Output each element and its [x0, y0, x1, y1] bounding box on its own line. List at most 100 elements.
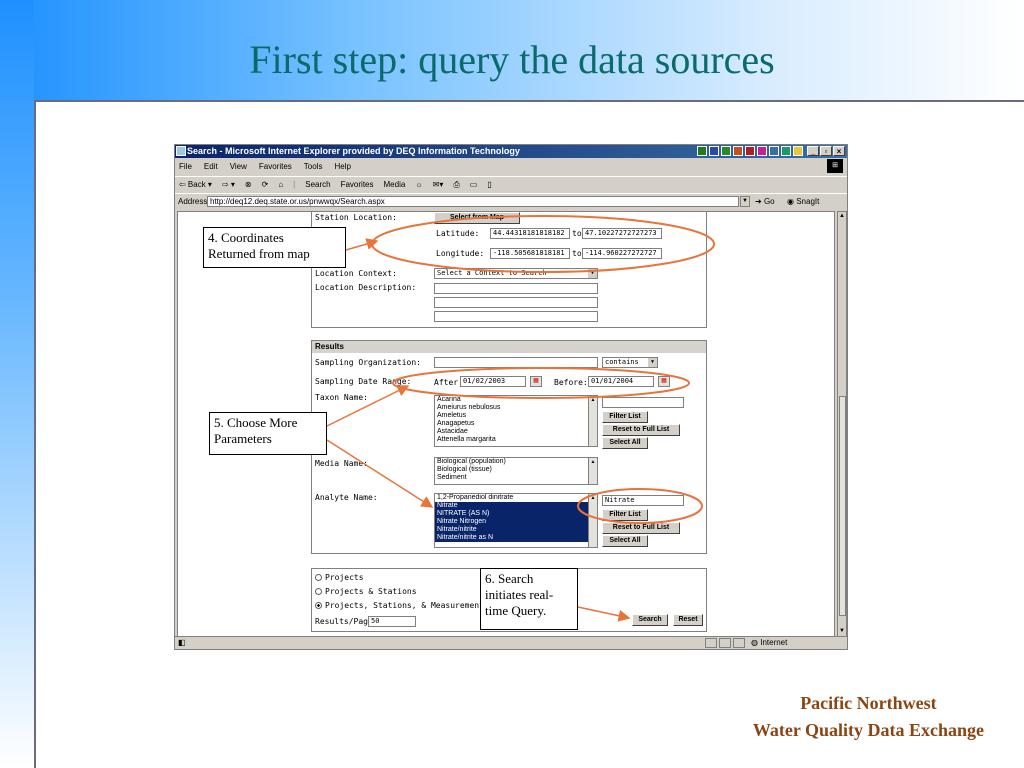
list-item-selected[interactable]: NITRATE (AS N) [435, 510, 597, 518]
list-item[interactable]: Attenella margarita [437, 436, 496, 443]
list-item[interactable]: Biological (population) [437, 458, 506, 465]
media-toolbar-button[interactable]: Media [383, 180, 406, 189]
taxon-select-all-button[interactable]: Select All [602, 437, 648, 449]
back-button[interactable]: ⇦ Back ▾ [179, 180, 212, 189]
analyte-reset-list-button[interactable]: Reset to Full List [602, 522, 680, 534]
radio-projects-stations[interactable]: Projects & Stations [315, 587, 417, 596]
list-item-selected[interactable]: Nitrate/nitrite as N [435, 534, 597, 542]
home-icon[interactable]: ⌂ [278, 180, 284, 189]
scroll-up-icon[interactable]: ▲ [839, 213, 845, 219]
app-icon-blue[interactable] [769, 146, 779, 156]
discuss-icon[interactable]: ▯ [487, 180, 492, 189]
results-per-page-input[interactable]: 50 [368, 616, 416, 627]
mail-icon[interactable]: ✉▾ [432, 180, 444, 189]
menu-edit[interactable]: Edit [203, 162, 218, 171]
scroll-down-icon[interactable]: ▼ [839, 628, 845, 634]
taxon-reset-list-button[interactable]: Reset to Full List [602, 424, 680, 436]
list-item[interactable]: Astacidae [437, 428, 468, 435]
list-item[interactable]: Ameiurus nebulosus [437, 404, 501, 411]
app-icon-teal[interactable] [781, 146, 791, 156]
list-item[interactable]: Sediment [437, 474, 467, 481]
org-match-select[interactable]: contains▼ [602, 357, 658, 368]
radio-icon[interactable] [315, 588, 322, 595]
chevron-down-icon[interactable]: ▼ [648, 358, 657, 367]
address-input[interactable]: http://deq12.deq.state.or.us/pnwwqx/Sear… [207, 196, 739, 207]
refresh-icon[interactable]: ⟳ [261, 180, 269, 189]
app-icon-yellow[interactable] [793, 146, 803, 156]
location-description-input-1[interactable] [434, 283, 598, 294]
forward-button[interactable]: ⇨ ▾ [221, 180, 235, 189]
go-button[interactable]: ➜ Go [755, 194, 775, 210]
page-scrollbar[interactable]: ▲ ▼ [837, 211, 847, 637]
radio-selected-icon[interactable] [315, 602, 322, 609]
longitude-to-input[interactable]: -114.960227272727 [582, 248, 662, 259]
longitude-from-input[interactable]: -118.505681818181 [490, 248, 570, 259]
list-item-selected[interactable]: Nitrate/nitrite [435, 526, 597, 534]
sampling-org-input[interactable] [434, 357, 598, 368]
select-from-map-button[interactable]: Select from Map [434, 212, 520, 224]
snagit-button[interactable]: ◉ SnagIt [787, 194, 819, 210]
app-icon-magenta[interactable] [757, 146, 767, 156]
powerpoint-icon[interactable] [733, 146, 743, 156]
taxon-filter-list-button[interactable]: Filter List [602, 411, 648, 423]
print-icon[interactable]: ⎙ [453, 180, 460, 189]
radio-projects-stations-measurements[interactable]: Projects, Stations, & Measurements [315, 601, 489, 610]
menu-view[interactable]: View [229, 162, 247, 171]
analyte-listbox[interactable]: 1,2-Propanediol dinitrate Nitrate NITRAT… [434, 493, 598, 548]
list-item[interactable]: Biological (tissue) [437, 466, 492, 473]
list-item[interactable]: 1,2-Propanediol dinitrate [437, 494, 514, 501]
calendar-icon[interactable]: ▦ [658, 376, 670, 387]
app-icon-green[interactable] [697, 146, 707, 156]
excel-icon[interactable] [721, 146, 731, 156]
list-item-selected[interactable]: Nitrate [435, 502, 597, 510]
results-per-page-label: Results/Page: [315, 617, 378, 626]
listbox-scrollbar[interactable]: ▲ [588, 458, 597, 484]
left-divider [34, 100, 36, 768]
location-description-label: Location Description: [315, 283, 417, 292]
location-description-input-3[interactable] [434, 311, 598, 322]
menu-tools[interactable]: Tools [303, 162, 323, 171]
location-context-select[interactable]: Select a Context to Search▼ [434, 268, 598, 279]
radio-projects[interactable]: Projects [315, 573, 364, 582]
taxon-listbox[interactable]: Acarina Ameiurus nebulosus Ameletus Anag… [434, 395, 598, 447]
analyte-select-all-button[interactable]: Select All [602, 535, 648, 547]
list-item-selected[interactable]: Nitrate Nitrogen [435, 518, 597, 526]
media-listbox[interactable]: Biological (population) Biological (tiss… [434, 457, 598, 485]
acrobat-icon[interactable] [745, 146, 755, 156]
search-toolbar-button[interactable]: Search [305, 180, 331, 189]
callout-4-line-1: 4. Coordinates [208, 230, 284, 245]
minimize-icon[interactable]: _ [807, 146, 819, 156]
slide-title: First step: query the data sources [249, 37, 775, 82]
after-date-input[interactable]: 01/02/2003 [460, 376, 526, 387]
address-dropdown-icon[interactable]: ▼ [740, 196, 750, 207]
radio-icon[interactable] [315, 574, 322, 581]
list-item[interactable]: Ameletus [437, 412, 467, 419]
word-icon[interactable] [709, 146, 719, 156]
stop-icon[interactable]: ⊗ [244, 180, 252, 189]
menu-favorites[interactable]: Favorites [258, 162, 292, 171]
listbox-scrollbar[interactable]: ▲ [588, 396, 597, 446]
listbox-scrollbar[interactable]: ▲ [588, 494, 597, 547]
edit-icon[interactable]: ▭ [469, 180, 478, 189]
list-item[interactable]: Acarina [437, 396, 461, 403]
menu-file[interactable]: File [179, 162, 192, 171]
reset-button[interactable]: Reset [673, 614, 703, 626]
restore-icon[interactable]: ▫ [820, 146, 832, 156]
calendar-icon[interactable]: ▦ [530, 376, 542, 387]
latitude-to-input[interactable]: 47.10227272727273 [582, 228, 662, 239]
location-description-input-2[interactable] [434, 297, 598, 308]
favorites-toolbar-button[interactable]: Favorites [340, 180, 374, 189]
scroll-thumb[interactable] [839, 396, 846, 616]
before-date-input[interactable]: 01/01/2004 [588, 376, 654, 387]
menu-help[interactable]: Help [334, 162, 351, 171]
taxon-filter-input[interactable] [602, 397, 684, 408]
chevron-down-icon[interactable]: ▼ [588, 269, 597, 278]
search-button[interactable]: Search [632, 614, 668, 626]
list-item[interactable]: Anagapetus [437, 420, 475, 427]
latitude-from-input[interactable]: 44.44318181818182 [490, 228, 570, 239]
close-icon[interactable]: × [833, 146, 845, 156]
analyte-filter-input[interactable]: Nitrate [602, 495, 684, 506]
location-context-label: Location Context: [315, 269, 397, 278]
history-icon[interactable]: ☼ [415, 180, 423, 189]
analyte-filter-list-button[interactable]: Filter List [602, 509, 648, 521]
